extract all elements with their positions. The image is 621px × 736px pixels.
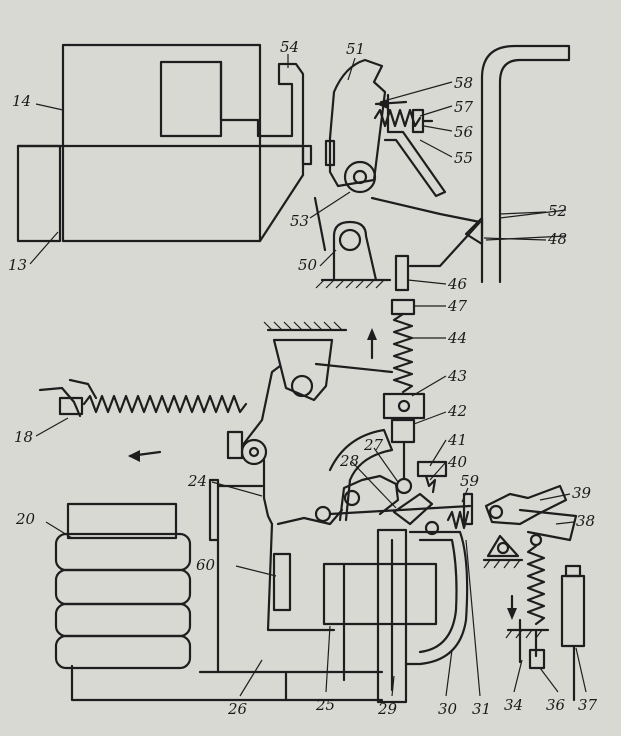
label-18: 18: [14, 428, 33, 446]
label-50: 50: [298, 256, 318, 274]
pivot-bracket: [263, 321, 394, 402]
label-34: 34: [504, 696, 523, 714]
base-frame: [70, 528, 469, 704]
label-28: 28: [339, 452, 359, 470]
label-25: 25: [315, 696, 335, 714]
trip-latch: [338, 460, 474, 536]
label-44: 44: [447, 329, 467, 347]
label-38: 38: [576, 512, 595, 530]
label-30: 30: [438, 700, 458, 718]
label-31: 31: [472, 700, 491, 718]
label-40: 40: [447, 453, 468, 471]
rod-and-spring: [367, 254, 426, 480]
label-36: 36: [546, 696, 566, 714]
label-43: 43: [447, 367, 467, 385]
label-42: 42: [447, 402, 467, 420]
tension-spring: [38, 378, 248, 462]
label-57: 57: [454, 98, 474, 116]
label-47: 47: [447, 297, 468, 315]
label-27: 27: [363, 436, 384, 454]
housing-block: [16, 43, 313, 243]
label-59: 59: [460, 472, 480, 490]
return-spring: [505, 533, 586, 702]
label-54: 54: [280, 38, 299, 56]
label-51: 51: [346, 40, 365, 58]
label-56: 56: [454, 123, 474, 141]
label-53: 53: [290, 212, 309, 230]
label-26: 26: [227, 700, 248, 718]
label-37: 37: [578, 696, 598, 714]
label-58: 58: [454, 74, 473, 92]
arc-chute-stack: [54, 502, 192, 670]
contact-bracket: [464, 44, 571, 284]
latch-assembly: [313, 58, 482, 289]
label-52: 52: [548, 202, 567, 220]
label-13: 13: [8, 256, 27, 274]
label-41: 41: [447, 431, 467, 449]
label-55: 55: [454, 149, 473, 167]
label-24: 24: [187, 472, 207, 490]
label-60: 60: [196, 556, 216, 574]
label-39: 39: [572, 484, 592, 502]
label-48: 48: [547, 230, 567, 248]
label-20: 20: [15, 510, 36, 528]
label-29: 29: [377, 700, 398, 718]
part-number-labels: 14 13 54 51 58 57 56 55 53 50 52 48 46 4…: [8, 38, 598, 718]
trip-unit: [482, 484, 578, 569]
label-46: 46: [447, 275, 468, 293]
main-lever: [208, 364, 472, 632]
leader-lines: [29, 54, 587, 697]
label-14: 14: [12, 92, 31, 110]
